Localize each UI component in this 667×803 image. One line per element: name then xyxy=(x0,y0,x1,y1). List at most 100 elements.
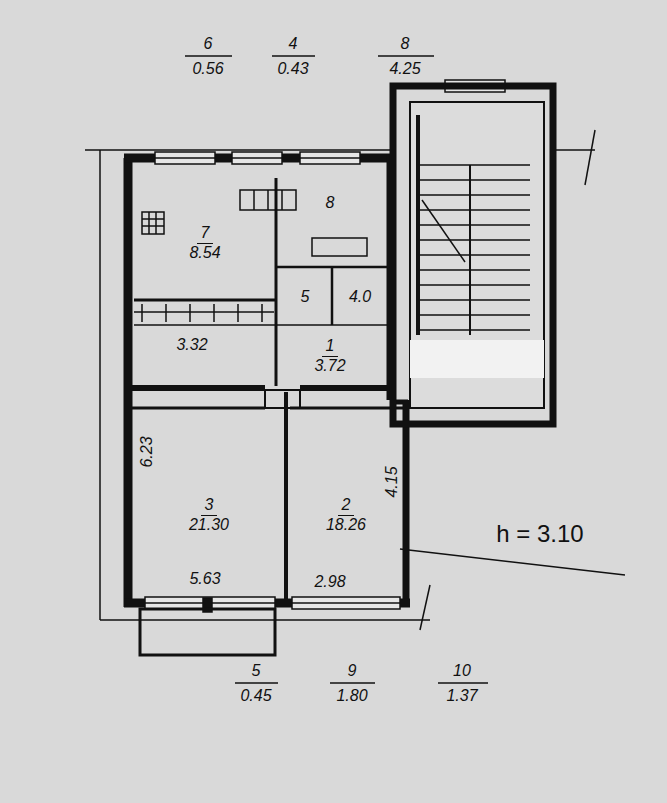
landing xyxy=(410,340,544,378)
wall xyxy=(132,385,265,391)
dimension: 2.98 xyxy=(314,573,345,591)
hatch xyxy=(141,304,143,322)
hatch-strip xyxy=(134,304,274,322)
door xyxy=(265,390,300,408)
stair-step xyxy=(418,329,530,331)
ceiling-height: h = 3.10 xyxy=(496,521,583,547)
dimension: 3.32 xyxy=(176,336,207,354)
area-number: 10 xyxy=(453,662,471,680)
window-line xyxy=(232,157,282,159)
dimension: 5.63 xyxy=(189,570,220,588)
room: 5 xyxy=(280,272,330,322)
area-number: 5 xyxy=(252,662,261,680)
stair-rail xyxy=(469,165,471,335)
window-line xyxy=(300,157,360,159)
room-number: 3 xyxy=(201,496,218,516)
room-area: 21.30 xyxy=(189,516,229,534)
fraction-line xyxy=(185,55,232,57)
fraction-line xyxy=(378,55,434,57)
room-area: 8.54 xyxy=(189,244,220,262)
wall xyxy=(290,407,404,410)
area-number: 8 xyxy=(401,35,410,53)
sink-line xyxy=(281,190,283,210)
area-value: 0.45 xyxy=(240,687,271,705)
stove-grid xyxy=(142,225,164,227)
fraction-line xyxy=(272,55,315,57)
wall xyxy=(134,299,276,302)
room-area: 3.72 xyxy=(314,357,345,375)
balcony xyxy=(140,609,275,655)
area-value: 0.43 xyxy=(277,60,308,78)
stair-step xyxy=(418,314,530,316)
fraction-line xyxy=(235,682,278,684)
wall xyxy=(331,267,334,325)
room-number: 8 xyxy=(326,194,335,212)
stair-well xyxy=(410,102,544,408)
area-value: 1.80 xyxy=(336,687,367,705)
wall xyxy=(284,392,288,600)
break-line xyxy=(585,130,595,185)
wall xyxy=(275,178,278,386)
stair-step xyxy=(418,284,530,286)
stair-step xyxy=(418,299,530,301)
outer-line xyxy=(85,149,392,151)
hatch xyxy=(213,304,215,322)
room-number: 7 xyxy=(197,224,214,244)
area-value: 0.56 xyxy=(192,60,223,78)
hatch xyxy=(261,304,263,322)
room-number: 5 xyxy=(301,288,310,306)
room: 4.0 xyxy=(334,272,386,322)
sink xyxy=(240,190,296,210)
wall xyxy=(124,158,133,607)
stair-arrow xyxy=(422,200,465,262)
area-number: 6 xyxy=(204,35,213,53)
walls xyxy=(124,154,410,607)
area-number: 4 xyxy=(289,35,298,53)
wall xyxy=(134,324,388,326)
height-line xyxy=(400,549,625,575)
wall xyxy=(132,407,265,410)
fraction-line xyxy=(438,682,488,684)
sink-line xyxy=(253,190,255,210)
stove-grid xyxy=(148,212,150,234)
wall xyxy=(403,400,410,607)
window xyxy=(232,152,282,164)
room: 321.30 xyxy=(135,470,283,560)
room-number: 4.0 xyxy=(349,288,371,306)
bathtub xyxy=(312,238,367,256)
stair-step xyxy=(418,239,530,241)
wall xyxy=(300,385,388,391)
outer-line xyxy=(99,150,101,620)
hatch xyxy=(237,304,239,322)
window xyxy=(155,152,215,164)
break-line xyxy=(420,585,430,630)
room: 13.72 xyxy=(280,328,380,384)
window xyxy=(292,597,400,609)
stove-grid xyxy=(142,218,164,220)
fixtures xyxy=(142,190,367,256)
sink-line xyxy=(267,190,269,210)
hatch xyxy=(165,304,167,322)
window xyxy=(300,152,360,164)
dimension: 6.23 xyxy=(138,436,156,467)
window-line xyxy=(292,602,400,604)
room: 8 xyxy=(280,178,380,228)
room: 78.54 xyxy=(140,195,270,290)
stair-step xyxy=(418,194,530,196)
window-line xyxy=(155,157,215,159)
stove xyxy=(142,212,164,234)
stair-step xyxy=(418,209,530,211)
stair-step xyxy=(418,254,530,256)
room-number: 1 xyxy=(322,337,339,357)
stair-step xyxy=(418,164,530,166)
hatch xyxy=(134,311,274,313)
staircase xyxy=(393,86,553,424)
outer-line xyxy=(100,619,430,621)
room-number: 2 xyxy=(338,496,355,516)
stair-wall xyxy=(393,86,553,424)
fraction-line xyxy=(330,682,375,684)
area-value: 1.37 xyxy=(446,687,477,705)
stair-step xyxy=(418,269,530,271)
